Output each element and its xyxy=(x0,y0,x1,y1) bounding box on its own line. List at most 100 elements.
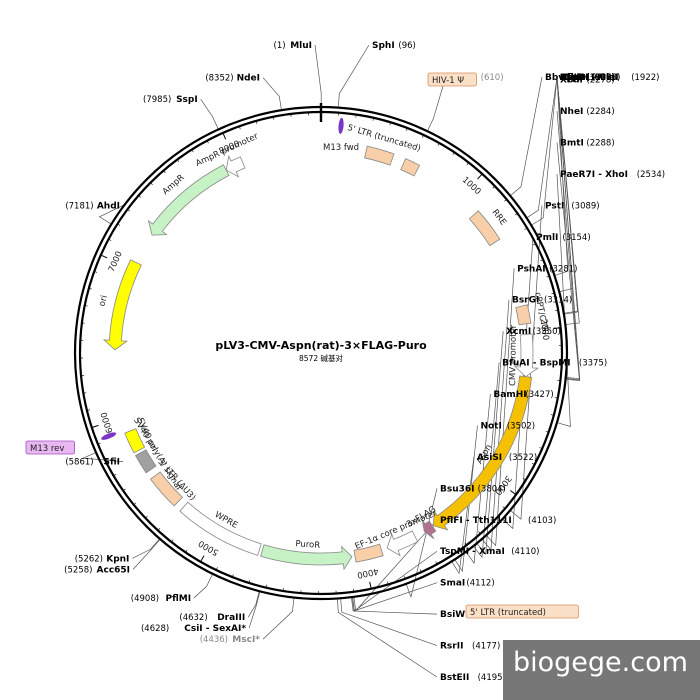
site-sspi: SspI(7985) xyxy=(143,95,198,105)
site-name: MluI xyxy=(290,41,312,51)
site-name: XcmI xyxy=(506,327,531,337)
site-position: (4195) xyxy=(478,673,506,683)
site-kpni: KpnI(5262) xyxy=(75,554,130,564)
tick-mark xyxy=(389,123,391,126)
feature-label: PuroR xyxy=(295,539,321,551)
site-bfuai-bspmi: BfuAI - BspMI(3375) xyxy=(502,359,607,369)
site-position: (4103) xyxy=(528,516,556,526)
site-bsabi: BsaBI(1398) xyxy=(560,73,620,83)
site-name: KflI xyxy=(560,73,577,83)
site-ahdi: AhdI(7181) xyxy=(65,201,120,211)
tick-mark xyxy=(177,160,180,163)
site-name: Acc65I xyxy=(97,565,131,575)
site-position: (1927) xyxy=(586,73,614,83)
site-name: SfiI xyxy=(103,458,120,468)
site-rsrii: RsrII(4177) xyxy=(440,642,500,652)
tick-mark xyxy=(406,128,408,131)
site-name: NdeI xyxy=(237,74,260,84)
site-smai: SmaI(4112) xyxy=(440,579,495,589)
callout-box xyxy=(25,440,75,455)
site-position: (3502) xyxy=(507,421,535,431)
site-name: SmaI xyxy=(440,579,465,589)
tick-mark xyxy=(545,430,548,433)
site-name: BmtI xyxy=(560,139,584,149)
site-connector xyxy=(476,331,504,556)
site-connector xyxy=(509,76,543,197)
feature-sv40-ori xyxy=(124,428,146,454)
site-connector xyxy=(83,452,124,462)
site-connector xyxy=(337,598,438,678)
tick-mark xyxy=(92,424,99,428)
site-connector xyxy=(473,362,500,559)
site-name: NheI xyxy=(560,107,583,117)
callout-box xyxy=(465,604,579,619)
tick-label: 7000 xyxy=(107,250,125,274)
site-name: BstEII xyxy=(440,673,469,683)
site-bmti: BmtI(2288) xyxy=(560,139,615,149)
plasmid-title: pLV3-CMV-Aspn(rat)-3×FLAG-Puro xyxy=(215,339,427,352)
callout-5-ltr-truncated: 5' LTR (truncated) xyxy=(465,604,579,619)
site-position: (5262) xyxy=(75,554,103,564)
callouts: HIV-1 Ψ 5' LTR (truncated) M13 rev xyxy=(25,72,579,619)
tick-mark xyxy=(435,561,437,564)
site-position: (1350) xyxy=(586,73,614,83)
feature-sv40-poly-a-signal xyxy=(134,449,157,474)
site-position: (1706) xyxy=(586,73,614,83)
tick-mark xyxy=(523,478,526,480)
tick-mark xyxy=(185,549,188,552)
site-msci: MscI*(4436) xyxy=(200,635,261,645)
callout-hiv-1: HIV-1 Ψ xyxy=(427,72,477,87)
site-noti: NotI(3502) xyxy=(480,421,535,431)
site-connector xyxy=(427,76,446,132)
site-position: (4110) xyxy=(511,547,539,557)
tick-mark xyxy=(478,531,480,534)
site-position: (1922) xyxy=(631,73,659,83)
tick-mark xyxy=(145,515,148,518)
tick-mark xyxy=(532,243,535,246)
tick-mark xyxy=(524,228,527,230)
primer-label: M13 fwd xyxy=(323,143,359,153)
site-position: (4632) xyxy=(179,613,207,623)
site-position: (4112) xyxy=(466,579,494,589)
site-position: (3522) xyxy=(509,453,537,463)
site-tspmi-xmai: TspMI - XmaI(4110) xyxy=(440,547,539,557)
tick-label: 4000 xyxy=(356,565,379,579)
site-position: (3154) xyxy=(562,233,590,243)
site-alei: AleI(1350) xyxy=(560,73,615,83)
site-name: Bsu36I xyxy=(440,484,475,494)
site-ndei: NdeI(8352) xyxy=(205,74,260,84)
site-position: (96) xyxy=(398,41,415,51)
site-position: (3314) xyxy=(544,296,572,306)
tick-mark xyxy=(95,271,98,273)
tick-mark xyxy=(450,552,452,555)
site-connector xyxy=(200,98,219,130)
feature-5-ltr-box xyxy=(353,543,384,563)
site-name: HpaI xyxy=(560,73,583,83)
tick-mark xyxy=(387,581,389,584)
tick-mark xyxy=(531,462,534,465)
site-pmli: PmlI(3154) xyxy=(536,233,591,243)
tick-mark xyxy=(158,528,161,530)
site-connector xyxy=(314,44,322,108)
site-asisi: AsiSI(3522) xyxy=(477,453,537,463)
site-connector xyxy=(351,597,438,615)
feature-ampr-promoter xyxy=(225,154,246,178)
site-connector xyxy=(193,573,214,599)
site-connector xyxy=(556,142,580,381)
tick-mark xyxy=(502,506,505,509)
site-kfli: KflI (1706) xyxy=(560,73,615,83)
site-position: (2284) xyxy=(586,107,614,117)
tick-mark xyxy=(118,224,121,226)
site-name: XbaI xyxy=(560,76,583,86)
site-connector xyxy=(556,76,580,325)
site-pflfi-tth111i: PflFI - Tth111I(4103) xyxy=(440,516,556,526)
tick-mark xyxy=(151,183,153,185)
callout-m13-rev: M13 rev xyxy=(25,440,75,455)
site-name: SpeI xyxy=(560,73,582,83)
tick-mark xyxy=(98,442,101,445)
tick-mark xyxy=(192,150,194,153)
site-position: (2534) xyxy=(637,170,665,180)
site-position: (2278) xyxy=(586,76,614,86)
tick-mark xyxy=(200,555,205,562)
